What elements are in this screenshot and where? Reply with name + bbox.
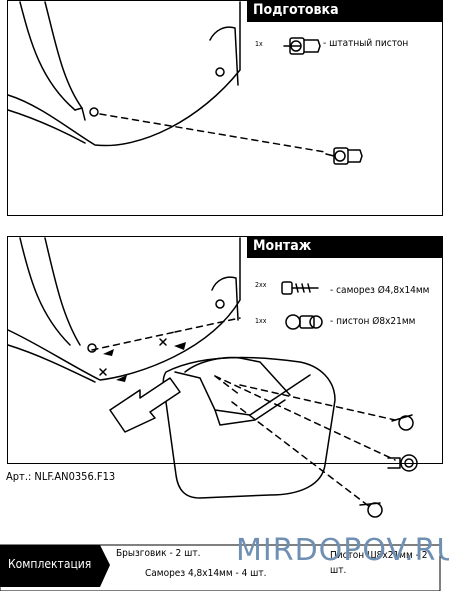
kit-banner xyxy=(0,545,110,587)
clip-icon xyxy=(285,314,323,330)
clip-icon-prep xyxy=(325,147,363,165)
prep-title: Подготовка xyxy=(247,0,443,22)
mount-hole xyxy=(89,107,99,117)
screw-qty: 2xx xyxy=(255,281,267,289)
clip-icon-2 xyxy=(387,454,418,472)
screw-label: - саморез Ø4,8x14мм xyxy=(330,285,430,296)
prep-part-label: - штатный пистон xyxy=(323,38,409,49)
article-number: Арт.: NLF.AN0356.F13 xyxy=(6,470,116,483)
watermark: MIRDOPOV.RU xyxy=(236,533,449,568)
install-title: Монтаж xyxy=(247,236,443,258)
install-panel xyxy=(7,236,443,464)
kit-item-mudflap: Брызговик - 2 шт. xyxy=(116,548,201,559)
arrow-icon xyxy=(116,375,127,382)
clip-icon-small xyxy=(283,37,321,55)
kit-title: Комплектация xyxy=(8,557,92,571)
screw-icon-2 xyxy=(391,414,414,431)
kit-item-clips: Пистон Ш8x21мм - 2 шт. xyxy=(330,550,428,576)
wheel-arch-drawing-install xyxy=(7,237,241,383)
arrow-icon xyxy=(174,342,186,350)
wheel-arch-drawing-prep xyxy=(7,1,241,147)
kit-strip xyxy=(0,544,441,591)
screw-icon-3 xyxy=(359,502,383,518)
clip-label: - пистон Ø8x21мм xyxy=(330,316,416,327)
mudflap-drawing xyxy=(162,356,336,499)
prep-qty: 1x xyxy=(255,40,263,48)
kit-item-screws: Саморез 4,8x14мм - 4 шт. xyxy=(145,568,267,579)
clip-qty: 1xx xyxy=(255,317,267,325)
dashed-guide xyxy=(99,113,326,153)
arrow-icon xyxy=(103,349,114,356)
screw-icon xyxy=(281,281,319,295)
